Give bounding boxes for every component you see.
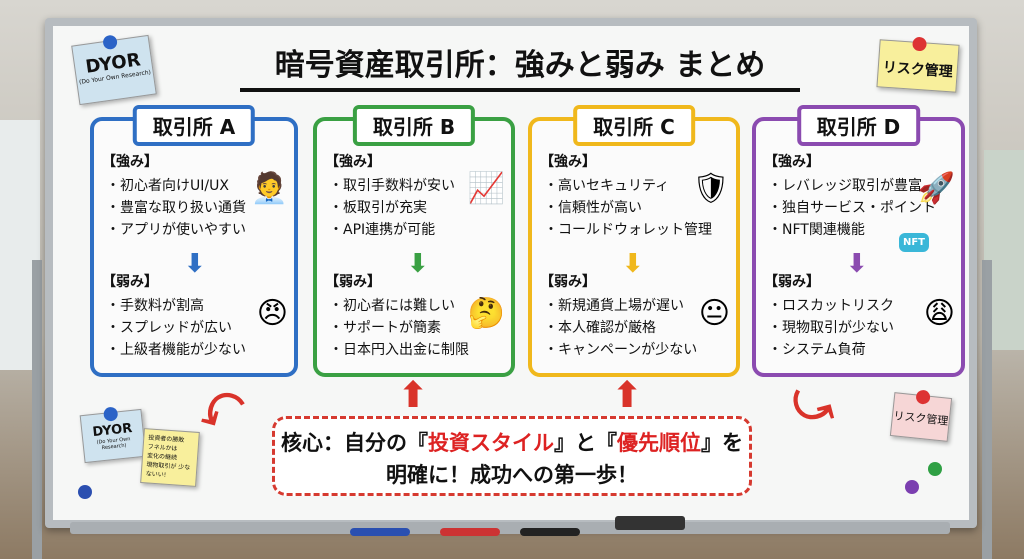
strength-illustration-icon: 🧑‍💼: [250, 171, 288, 206]
note-text: リスク管理: [882, 59, 954, 81]
magnet-icon: [928, 462, 942, 476]
weaknesses-label: 【弱み】: [325, 274, 381, 290]
exchange-d-card: 取引所 D 【強み】 レバレッジ取引が豊富独自サービス・ポイントNFT関連機能 …: [752, 105, 965, 377]
strengths-item: NFT関連機能: [768, 219, 936, 241]
blue-marker: [350, 528, 410, 536]
dyor-note-top: DYOR (Do Your Own Research): [71, 34, 157, 106]
arrow-to-c-icon: ⬆: [612, 375, 643, 416]
weaknesses-item: 新規通貨上場が遅い: [544, 295, 697, 317]
strengths-label: 【強み】: [325, 154, 381, 170]
exchange-b-card: 取引所 B 【強み】 取引手数料が安い板取引が充実API連携が可能 ⬇ 【弱み】…: [313, 105, 515, 377]
strengths-list: 初心者向けUI/UX豊富な取り扱い通貨アプリが使いやすい: [106, 175, 246, 241]
strengths-item: コールドウォレット管理: [544, 219, 712, 241]
banner-text: 核心：自分の『: [281, 431, 428, 455]
weaknesses-label: 【弱み】: [102, 274, 158, 290]
memo-line: 現物取引が 少なないい!: [145, 461, 191, 479]
weaknesses-item: 初心者には難しい: [329, 295, 469, 317]
strengths-label: 【強み】: [540, 154, 596, 170]
weaknesses-item: ロスカットリスク: [768, 295, 894, 317]
weaknesses-item: 上級者機能が少ない: [106, 339, 246, 361]
banner-line1: 核心：自分の『投資スタイル』と『優先順位』を: [275, 427, 749, 459]
strength-illustration-icon: 🚀: [917, 171, 955, 206]
strengths-list: レバレッジ取引が豊富独自サービス・ポイントNFT関連機能: [768, 175, 936, 241]
exchange-name: 取引所 A: [132, 105, 256, 146]
strengths-label: 【強み】: [102, 154, 158, 170]
board-stand-left: [32, 260, 42, 559]
strengths-list: 取引手数料が安い板取引が充実API連携が可能: [329, 175, 455, 241]
strengths-item: 豊富な取り扱い通貨: [106, 197, 246, 219]
black-marker: [520, 528, 580, 536]
banner-line2: 明確に！成功への第一歩！: [386, 463, 638, 487]
weaknesses-item: システム負荷: [768, 339, 894, 361]
weaknesses-list: 初心者には難しいサポートが簡素日本円入出金に制限: [329, 295, 469, 361]
weakness-illustration-icon: 😠: [256, 296, 288, 331]
banner-highlight: 投資スタイル: [428, 431, 554, 455]
strengths-item: 取引手数料が安い: [329, 175, 455, 197]
weaknesses-list: 手数料が割高スプレッドが広い上級者機能が少ない: [106, 295, 246, 361]
key-point-banner: 核心：自分の『投資スタイル』と『優先順位』を 明確に！成功への第一歩！: [272, 416, 752, 496]
banner-highlight: 優先順位: [617, 431, 701, 455]
strengths-item: 高いセキュリティ: [544, 175, 712, 197]
strengths-item: 信頼性が高い: [544, 197, 712, 219]
weaknesses-item: 日本円入出金に制限: [329, 339, 469, 361]
strengths-list: 高いセキュリティ信頼性が高いコールドウォレット管理: [544, 175, 712, 241]
strength-illustration-icon: 📈: [467, 171, 505, 206]
exchange-c-card: 取引所 C 【強み】 高いセキュリティ信頼性が高いコールドウォレット管理 ⬇ 【…: [528, 105, 740, 377]
risk-note-top: リスク管理: [876, 36, 960, 93]
exchange-a-card: 取引所 A 【強み】 初心者向けUI/UX豊富な取り扱い通貨アプリが使いやすい …: [90, 105, 298, 377]
strengths-item: レバレッジ取引が豊富: [768, 175, 936, 197]
weaknesses-item: 現物取引が少ない: [768, 317, 894, 339]
exchange-name: 取引所 C: [573, 105, 695, 146]
nft-badge: NFT: [898, 233, 929, 252]
weaknesses-item: スプレッドが広い: [106, 317, 246, 339]
eraser: [615, 516, 685, 530]
weakness-illustration-icon: 😐: [698, 296, 730, 331]
weaknesses-item: 手数料が割高: [106, 295, 246, 317]
down-arrow-icon: ⬇: [407, 249, 429, 279]
strengths-label: 【強み】: [764, 154, 820, 170]
weakness-illustration-icon: 😩: [923, 296, 955, 331]
magnet-icon: [78, 485, 92, 499]
weaknesses-item: キャンペーンが少ない: [544, 339, 697, 361]
page-title: 暗号資産取引所：強みと弱み まとめ: [240, 40, 800, 92]
arrow-to-b-icon: ⬆: [398, 375, 429, 416]
down-arrow-icon: ⬇: [846, 249, 868, 279]
strengths-item: アプリが使いやすい: [106, 219, 246, 241]
exchange-name: 取引所 B: [352, 105, 476, 146]
red-marker: [440, 528, 500, 536]
down-arrow-icon: ⬇: [184, 249, 206, 279]
strengths-item: 板取引が充実: [329, 197, 455, 219]
weakness-illustration-icon: 🤔: [467, 296, 505, 331]
strengths-item: 初心者向けUI/UX: [106, 175, 246, 197]
weaknesses-item: サポートが簡素: [329, 317, 469, 339]
weaknesses-label: 【弱み】: [764, 274, 820, 290]
weaknesses-list: 新規通貨上場が遅い本人確認が厳格キャンペーンが少ない: [544, 295, 697, 361]
weaknesses-item: 本人確認が厳格: [544, 317, 697, 339]
board-stand-right: [982, 260, 992, 559]
magnet-icon: [905, 480, 919, 494]
pin-icon: [912, 36, 928, 52]
strengths-item: API連携が可能: [329, 219, 455, 241]
exchange-name: 取引所 D: [796, 105, 921, 146]
down-arrow-icon: ⬇: [622, 249, 644, 279]
pin-icon: [103, 406, 119, 422]
memo-note: 投資者の勝敗 フネルかは 変化の継続 現物取引が 少なないい!: [140, 428, 200, 487]
dyor-note-bottom: DYOR (Do Your Own Research): [79, 406, 147, 464]
weaknesses-label: 【弱み】: [540, 274, 596, 290]
strengths-item: 独自サービス・ポイント: [768, 197, 936, 219]
risk-note-bottom: リスク管理: [889, 389, 953, 442]
banner-text: 』を: [701, 431, 743, 455]
marker-tray: [70, 522, 950, 534]
strength-illustration-icon: 🛡: [691, 171, 730, 206]
weaknesses-list: ロスカットリスク現物取引が少ないシステム負荷: [768, 295, 894, 361]
pin-icon: [915, 389, 931, 405]
note-text: リスク管理: [892, 409, 949, 428]
banner-text: 』と『: [554, 431, 617, 455]
